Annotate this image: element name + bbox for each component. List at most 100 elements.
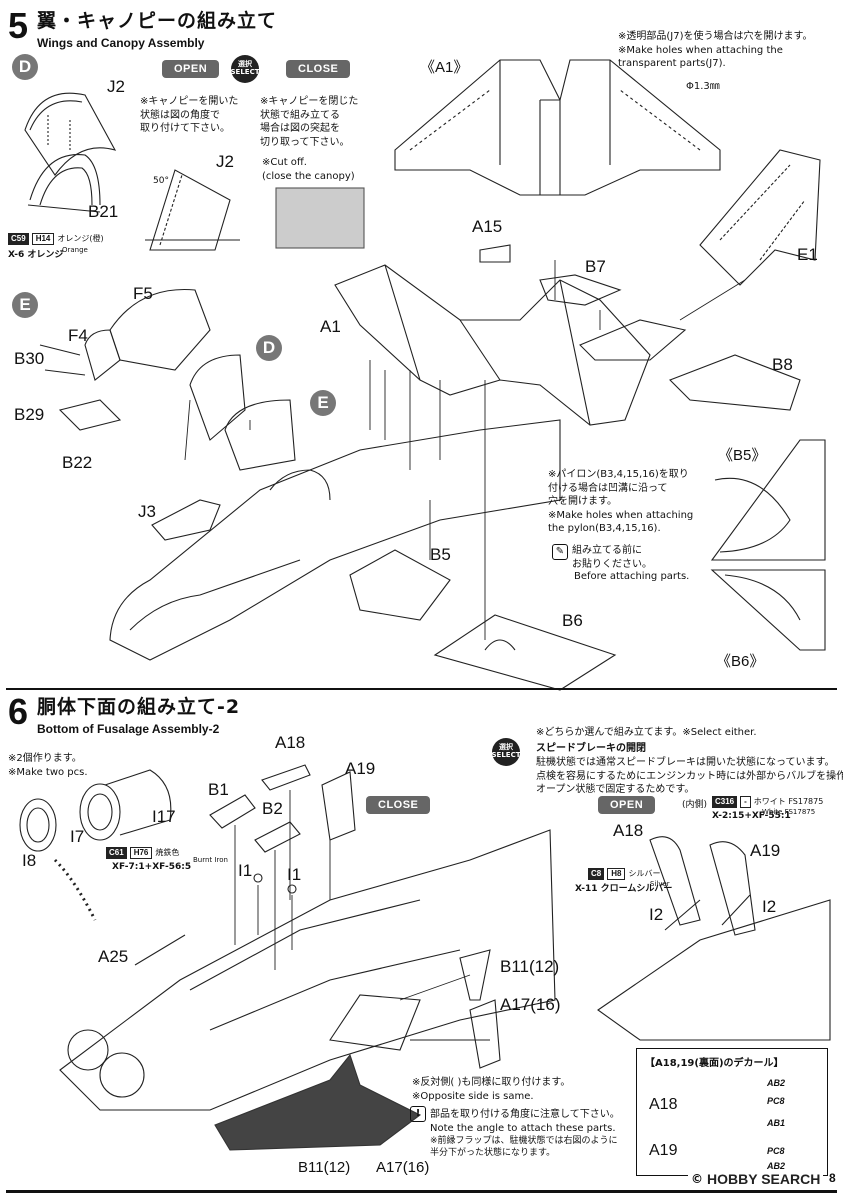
part-b11-drawing	[459, 949, 491, 1001]
paint-burnt-iron: C61 H76 焼鉄色	[106, 847, 179, 859]
part-label-a18-open: A18	[613, 821, 644, 840]
paint-acrylic: X-6 オレンジ	[8, 250, 64, 260]
canopy-frame-b21-drawing	[27, 154, 101, 213]
paint-name-jp: ホワイト FS17875	[753, 796, 824, 806]
part-label-a19: A19	[345, 759, 376, 778]
inner-side-label: (内側)	[682, 800, 708, 810]
caution-icon: !	[410, 1106, 426, 1122]
part-b1-drawing	[209, 794, 256, 829]
canopy-j2-drawing	[24, 92, 117, 176]
speedbrake-title: スピードブレーキの開閉	[536, 743, 646, 754]
sub-step-d-badge: D	[12, 54, 38, 80]
wing-view-label: 《A1》	[420, 59, 469, 76]
decal-icon: ✎	[552, 544, 568, 560]
fuselage-rear-drawing	[579, 319, 687, 361]
close-option-label-step6: CLOSE	[366, 796, 431, 814]
close-option-label: CLOSE	[286, 60, 351, 78]
part-label-f4: F4	[68, 326, 88, 345]
decal-box: 【A18,19(裏面)のデカール】 A18 A19 AB2 PC8 AB1 PC…	[636, 1048, 828, 1176]
part-label-i1-a: I1	[238, 861, 253, 880]
select-jp-text: 選択	[238, 60, 252, 69]
canopy-f5-f4-drawing	[39, 288, 211, 431]
angle-note-jp-text: 部品を取り付ける角度に注意して下さい。	[430, 1109, 620, 1120]
paint-code2: H8	[607, 868, 626, 880]
part-j3-drawing	[151, 499, 221, 541]
part-label-b2: B2	[262, 799, 283, 818]
paint-code2: -	[740, 796, 751, 808]
part-b2-drawing	[254, 821, 301, 853]
part-label-b5: B5	[430, 545, 451, 564]
b6-detail-drawing	[710, 569, 826, 651]
copyright-icon: ©	[691, 1172, 703, 1186]
canopy-d-ref-badge: D	[256, 335, 282, 361]
paint-acrylic: XF-7:1+XF-56:5	[112, 862, 192, 872]
paint-name-en: White FS17875	[762, 808, 816, 816]
step5-title-en: Wings and Canopy Assembly	[37, 36, 205, 50]
wing-a1-top-view	[394, 59, 721, 196]
part-label-b1: B1	[208, 780, 229, 799]
part-b6-drawing	[433, 614, 617, 691]
select-badge-step6: 選択 SELECT	[492, 738, 521, 766]
photo-label-a17: A17(16)	[376, 1159, 430, 1176]
photo-label-b11: B11(12)	[298, 1159, 351, 1176]
part-label-b6: B6	[562, 611, 583, 630]
angle-note-en: Note the angle to attach these parts.	[430, 1123, 616, 1134]
canopy-angle-detail	[145, 169, 240, 251]
b6-detail-label: 《B6》	[716, 653, 765, 670]
footer-rule	[6, 1190, 837, 1193]
part-label-a17: A17(16)	[500, 995, 561, 1014]
part-b5-drawing	[349, 549, 451, 621]
part-label-b11: B11(12)	[500, 957, 560, 976]
decal-label-a19: A19	[649, 1142, 678, 1159]
step6-title-jp: 胴体下面の組み立て-2	[37, 696, 241, 718]
step-divider	[6, 688, 837, 690]
part-label-j3: J3	[138, 502, 156, 521]
note-transparent: ※透明部品(J7)を使う場合は穴を開けます。 ※Make holes when …	[618, 31, 813, 69]
note-cutoff: ※Cut off. (close the canopy)	[262, 157, 355, 182]
paint-silver: C8 H8 シルバー	[588, 868, 660, 880]
part-b7-drawing	[539, 274, 622, 306]
paint-name-jp: オレンジ(橙)	[57, 233, 104, 243]
main-wing-a1-drawing	[334, 244, 651, 426]
fuselage-bottom-drawing	[59, 829, 556, 1111]
decal-code: AB2	[767, 1078, 786, 1088]
part-label-a15: A15	[472, 217, 503, 236]
part-label-b22: B22	[62, 453, 93, 472]
decal-code: AB2	[767, 1161, 786, 1171]
part-a19-drawing	[321, 771, 356, 841]
part-label-e1: E1	[797, 245, 818, 264]
part-a15-drawing	[479, 244, 511, 263]
sub-step-e-badge: E	[12, 292, 38, 318]
open-option-label: OPEN	[162, 60, 220, 78]
part-label-i1-b: I1	[287, 865, 302, 884]
fuselage-step5-drawing	[109, 419, 561, 661]
footer-watermark: © HOBBY SEARCH	[688, 1172, 824, 1186]
part-a18-drawing	[261, 764, 311, 791]
select-badge-step5: 選択 SELECT	[230, 55, 260, 83]
make-two-jp: ※2個作ります。	[8, 753, 82, 764]
flap-note: ※前縁フラップは、駐機状態では右図のように 半分下がった状態になります。	[430, 1136, 618, 1158]
part-label-i2-b: I2	[762, 897, 777, 916]
part-label-j2: J2	[107, 77, 125, 96]
paint-code: C8	[588, 868, 605, 880]
decal-label-a18: A18	[649, 1096, 678, 1113]
decal-code: AB1	[767, 1118, 786, 1128]
part-a25-drawing	[134, 934, 186, 966]
decal-code: PC8	[767, 1096, 785, 1106]
part-a17-drawing	[469, 999, 501, 1069]
b5-detail-label: 《B5》	[718, 447, 767, 464]
angle-label: 50°	[153, 176, 169, 186]
page-number: 8	[829, 1171, 836, 1185]
part-label-b30: B30	[14, 349, 45, 368]
opposite-side-en: ※Opposite side is same.	[412, 1091, 534, 1102]
make-two-en: ※Make two pcs.	[8, 767, 88, 778]
paint-white: C316 - ホワイト FS17875	[712, 796, 823, 808]
pylon-note: ※パイロン(B3,4,15,16)を取り 付ける場合は凹溝に沿って 穴を開けます…	[548, 469, 694, 534]
part-label-f5: F5	[133, 284, 153, 303]
opposite-side-jp: ※反対側( )も同様に取り付けます。	[412, 1077, 571, 1088]
select-en-text: SELECT	[230, 68, 260, 76]
part-label-a1: A1	[320, 317, 341, 336]
paint-code: C59	[8, 233, 29, 245]
part-label-j2-detail: J2	[216, 152, 234, 171]
paint-name-en: Orange	[62, 246, 88, 254]
